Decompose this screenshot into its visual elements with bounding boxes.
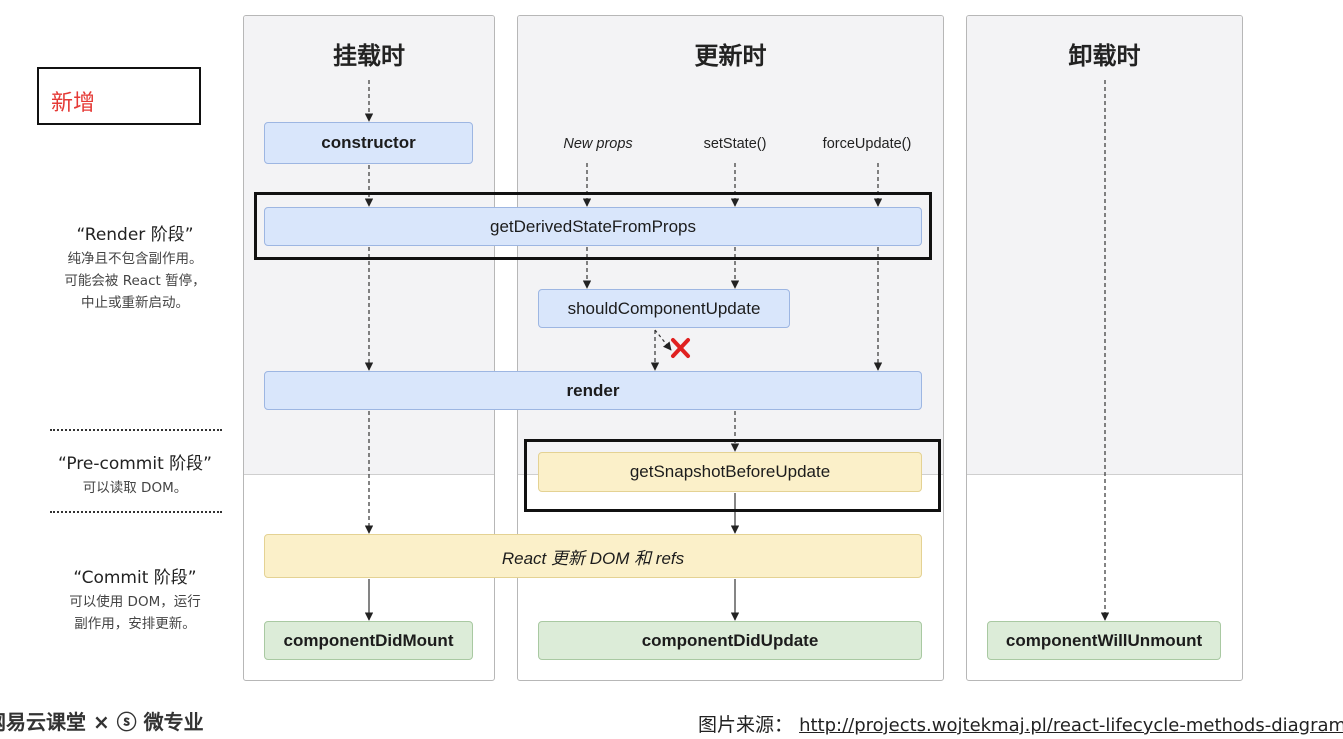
- highlight-get-snapshot: [524, 439, 941, 512]
- phase-commit-desc-line: 副作用，安排更新。: [74, 616, 196, 632]
- render-box: render: [264, 371, 922, 410]
- phase-divider: [50, 511, 222, 513]
- column-title-unmounting: 卸载时: [1068, 42, 1141, 70]
- react-update-dom-box: React 更新 DOM 和 refs: [264, 534, 922, 578]
- component-did-update-box: componentDidUpdate: [538, 621, 922, 660]
- trigger-set-state: setState(): [703, 136, 767, 152]
- get-derived-state-from-props-box: getDerivedStateFromProps: [264, 207, 922, 246]
- arrow-scu-to-stop: [654, 329, 672, 351]
- trigger-force-update: forceUpdate(): [822, 136, 912, 152]
- phase-render-desc-line: 纯净且不包含副作用。: [67, 251, 203, 267]
- column-title-mounting: 挂载时: [333, 42, 405, 70]
- phase-commit-title: “Commit 阶段”: [73, 568, 197, 588]
- footer-source: 图片来源： http://projects.wojtekmaj.pl/react…: [698, 710, 1343, 737]
- footer-brand: 网易云课堂 × ⓢ 微专业: [0, 710, 204, 734]
- should-component-update-box: shouldComponentUpdate: [538, 289, 790, 328]
- footer-source-link[interactable]: http://projects.wojtekmaj.pl/react-lifec…: [799, 715, 1343, 736]
- component-did-mount-box: componentDidMount: [264, 621, 473, 660]
- get-snapshot-before-update-box: getSnapshotBeforeUpdate: [538, 452, 922, 492]
- phase-render-desc: 纯净且不包含副作用。 可能会被 React 暂停， 中止或重新启动。: [25, 248, 245, 314]
- phase-render-desc-line: 中止或重新启动。: [81, 295, 189, 311]
- phase-precommit-title: “Pre-commit 阶段”: [58, 454, 212, 474]
- phase-commit-desc: 可以使用 DOM，运行 副作用，安排更新。: [25, 591, 245, 635]
- constructor-box: constructor: [264, 122, 473, 164]
- component-will-unmount-box: componentWillUnmount: [987, 621, 1221, 660]
- stop-x-icon: [671, 338, 690, 358]
- phase-commit-desc-line: 可以使用 DOM，运行: [69, 594, 201, 610]
- phase-render-desc-line: 可能会被 React 暂停，: [64, 273, 206, 289]
- phase-precommit-desc-line: 可以读取 DOM。: [82, 480, 188, 496]
- new-legend-box: 新增: [37, 67, 201, 125]
- new-legend-label: 新增: [51, 91, 96, 116]
- phase-render-title: “Render 阶段”: [76, 225, 194, 245]
- footer-source-label: 图片来源：: [698, 714, 794, 736]
- column-title-updating: 更新时: [694, 42, 767, 70]
- trigger-new-props: New props: [563, 136, 633, 152]
- phase-divider: [50, 429, 222, 431]
- highlight-get-derived-state: [254, 192, 932, 260]
- phase-precommit-desc: 可以读取 DOM。: [25, 477, 245, 499]
